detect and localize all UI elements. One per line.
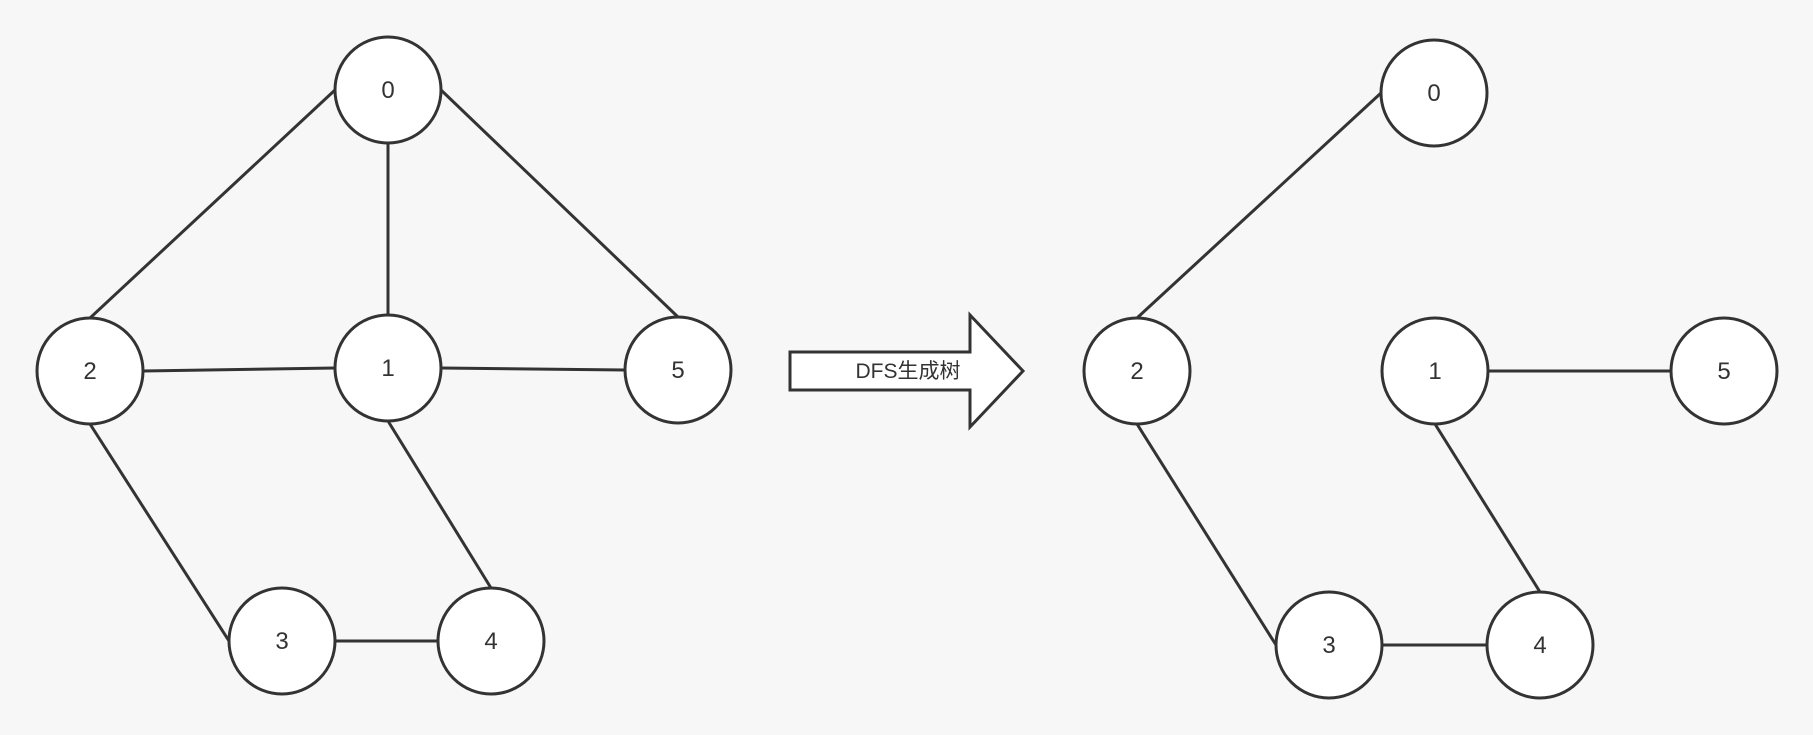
node-left-5[interactable]: 5: [623, 315, 733, 425]
right-arrow-shape[interactable]: [788, 311, 1026, 431]
node-label-left-3: 3: [275, 628, 288, 655]
node-circle-right-1[interactable]: [1380, 316, 1490, 426]
edge-right-2-0[interactable]: [1135, 91, 1383, 320]
node-label-right-4: 4: [1533, 632, 1546, 659]
node-circle-left-4[interactable]: [436, 586, 546, 696]
node-circle-left-5[interactable]: [623, 315, 733, 425]
node-left-0[interactable]: 0: [333, 35, 443, 145]
node-circle-right-5[interactable]: [1669, 316, 1779, 426]
graphs-layer: 0 1 2 3 4 5 0 1 2 3 4 5: [35, 35, 1779, 700]
node-circle-left-1[interactable]: [333, 313, 443, 423]
graph-dfs-tree: 0 1 2 3 4 5: [1082, 38, 1779, 700]
node-circle-left-2[interactable]: [35, 316, 145, 426]
node-label-left-2: 2: [83, 358, 96, 385]
node-left-1[interactable]: 1: [333, 313, 443, 423]
edge-right-4-1[interactable]: [1433, 423, 1542, 593]
node-label-left-1: 1: [381, 355, 394, 382]
graph-original: 0 1 2 3 4 5: [35, 35, 733, 696]
edge-left-0-5[interactable]: [439, 88, 680, 319]
edge-right-2-3[interactable]: [1135, 423, 1278, 646]
dfs-arrow[interactable]: DFS生成树: [788, 311, 1026, 431]
edge-left-1-5[interactable]: [440, 366, 626, 372]
node-circle-right-4[interactable]: [1485, 590, 1595, 700]
node-right-0[interactable]: 0: [1379, 38, 1489, 148]
node-right-4[interactable]: 4: [1485, 590, 1595, 700]
node-label-right-0: 0: [1427, 80, 1440, 107]
node-circle-right-0[interactable]: [1379, 38, 1489, 148]
node-circle-right-2[interactable]: [1082, 316, 1192, 426]
edge-left-2-3[interactable]: [88, 423, 231, 642]
node-right-5[interactable]: 5: [1669, 316, 1779, 426]
node-label-right-2: 2: [1130, 358, 1143, 385]
node-label-right-5: 5: [1717, 358, 1730, 385]
node-left-2[interactable]: 2: [35, 316, 145, 426]
node-circle-right-3[interactable]: [1274, 590, 1384, 700]
node-circle-left-0[interactable]: [333, 35, 443, 145]
node-right-1[interactable]: 1: [1380, 316, 1490, 426]
node-label-right-1: 1: [1428, 358, 1441, 385]
edge-left-0-2[interactable]: [88, 88, 337, 320]
edge-left-2-1[interactable]: [142, 366, 336, 373]
arrow-label: DFS生成树: [856, 360, 961, 383]
node-label-left-4: 4: [484, 628, 497, 655]
node-label-left-0: 0: [381, 77, 394, 104]
node-left-3[interactable]: 3: [227, 586, 337, 696]
node-right-3[interactable]: 3: [1274, 590, 1384, 700]
node-left-4[interactable]: 4: [436, 586, 546, 696]
node-label-left-5: 5: [671, 357, 684, 384]
edge-left-1-4[interactable]: [386, 420, 493, 589]
node-label-right-3: 3: [1322, 632, 1335, 659]
node-circle-left-3[interactable]: [227, 586, 337, 696]
node-right-2[interactable]: 2: [1082, 316, 1192, 426]
